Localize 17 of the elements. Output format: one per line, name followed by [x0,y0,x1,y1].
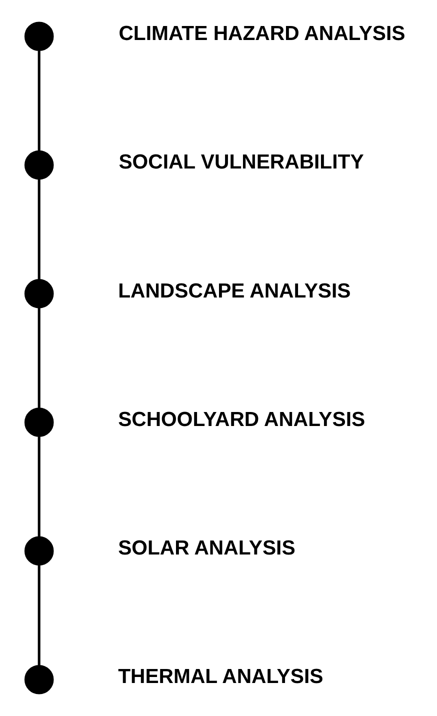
node-label: CLIMATE HAZARD ANALYSIS [118,22,405,45]
node-label: LANDSCAPE ANALYSIS [118,280,350,302]
connector [37,179,40,280]
node-label: THERMAL ANALYSIS [118,666,323,688]
node-circle [24,536,54,566]
node-circle [24,22,54,52]
node-circle [24,408,54,437]
node-circle [24,279,54,308]
connector [37,565,40,666]
connector [37,436,40,537]
node-circle [24,664,54,694]
connector [37,50,40,152]
node-label: SOLAR ANALYSIS [118,538,295,560]
node-label: SOCIAL VULNERABILITY [118,152,364,174]
node-circle [24,150,54,180]
node-label: SCHOOLYARD ANALYSIS [118,408,365,431]
connector [37,308,40,408]
